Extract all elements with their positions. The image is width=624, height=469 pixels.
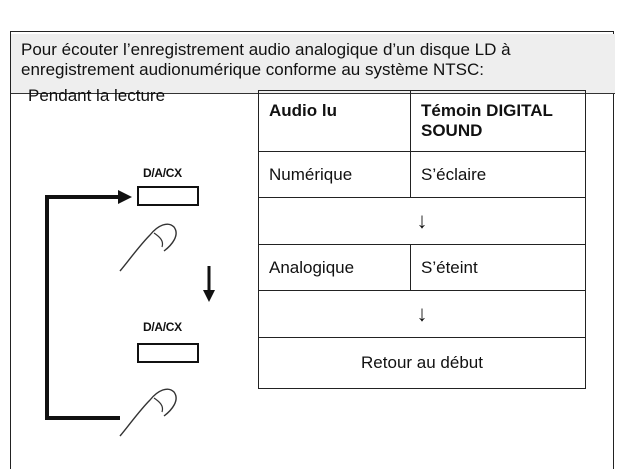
row-audio-analogique: Analogique	[258, 244, 411, 291]
loop-line	[45, 195, 118, 420]
header-audio: Audio lu	[258, 90, 411, 152]
down-arrow-head	[203, 290, 215, 302]
button-top-label: D/A/CX	[143, 166, 182, 180]
arrow-row: ↓	[258, 290, 586, 338]
button-bottom-label: D/A/CX	[143, 320, 182, 334]
down-arrow-icon: ↓	[258, 290, 586, 338]
table-row: Analogique S’éteint	[258, 244, 586, 291]
header-indicator: Témoin DIGITAL SOUND	[410, 90, 586, 152]
row-indicator-eteint: S’éteint	[410, 244, 586, 291]
loop-diagram	[45, 190, 215, 420]
finger-press-icon	[119, 223, 177, 272]
footer-row: Retour au début	[258, 337, 586, 389]
return-to-start: Retour au début	[258, 337, 586, 389]
da-cx-button-top[interactable]	[137, 186, 199, 206]
down-arrow-icon: ↓	[258, 197, 586, 245]
table-row: Numérique S’éclaire	[258, 151, 586, 198]
playing-label: Pendant la lecture	[28, 86, 166, 105]
row-indicator-eclaire: S’éclaire	[410, 151, 586, 198]
table-header-row: Audio lu Témoin DIGITAL SOUND	[258, 90, 586, 152]
instruction-frame: Pour écouter l’enregistrement audio anal…	[10, 31, 615, 469]
arrow-row: ↓	[258, 197, 586, 245]
status-table: Audio lu Témoin DIGITAL SOUND Numérique …	[258, 90, 586, 389]
da-cx-button-bottom[interactable]	[137, 343, 199, 363]
intro-line-1: Pour écouter l’enregistrement audio anal…	[21, 40, 511, 59]
finger-press-icon	[119, 388, 177, 437]
loop-arrow-head	[118, 190, 132, 204]
intro-text: Pour écouter l’enregistrement audio anal…	[11, 34, 615, 94]
intro-line-2: enregistrement audionumérique conforme a…	[21, 60, 484, 79]
row-audio-numerique: Numérique	[258, 151, 411, 198]
